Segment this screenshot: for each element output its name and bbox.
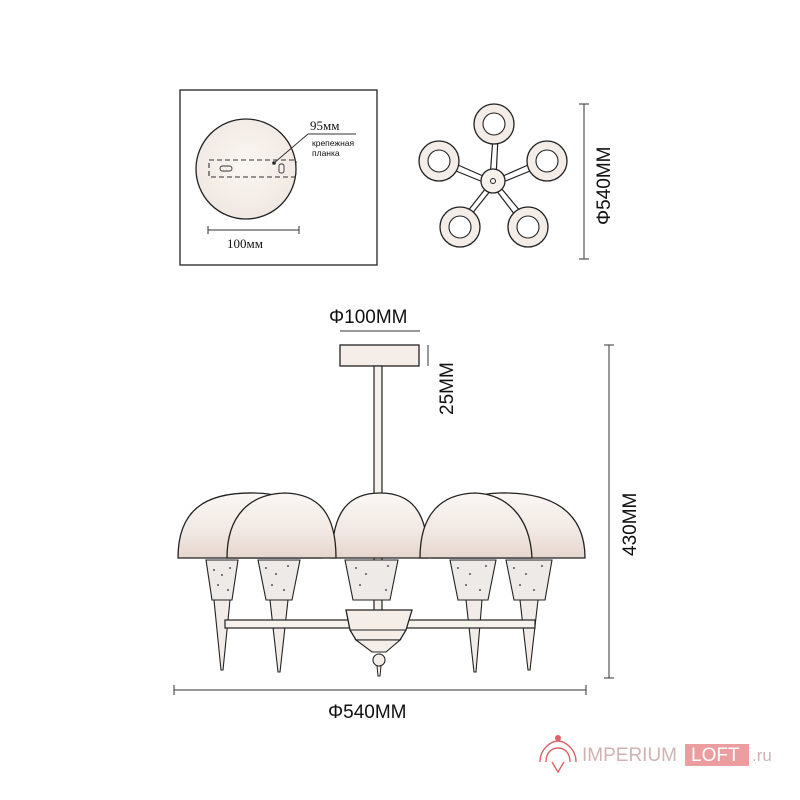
- top-view-shade-right: [526, 140, 568, 182]
- candle-holder: [344, 559, 399, 601]
- brand-name-right-badge: [685, 744, 749, 766]
- bracket-slot-right: [278, 163, 285, 174]
- plate-diameter-label: 100мм: [227, 236, 263, 251]
- bracket-leader-line: [273, 133, 309, 164]
- candle-holders: [205, 559, 553, 673]
- mount-view-frame: [179, 89, 378, 266]
- bracket-length-label: 95мм: [310, 118, 339, 133]
- brand-name-right: LOFT: [691, 745, 740, 766]
- brand-domain: .ru: [752, 746, 772, 765]
- top-view-diameter-label: Φ540ММ: [594, 146, 615, 225]
- central-body: [345, 609, 413, 641]
- top-view-hub-center: [490, 178, 496, 184]
- central-finial: [354, 639, 402, 653]
- candle-holder: [449, 559, 497, 673]
- side-view: Φ100ММ 25ММ: [173, 307, 641, 723]
- watermark: IMPERIUM LOFT .ru: [539, 735, 772, 774]
- candle-holder: [205, 559, 239, 671]
- lamp-shades: [177, 492, 586, 559]
- mount-view: 95мм крепежная планка 100мм: [179, 89, 378, 266]
- candle-holder: [257, 559, 301, 673]
- brand-logo-icon: [539, 735, 577, 774]
- canopy-height-label: 25ММ: [437, 362, 458, 415]
- canopy: [339, 344, 420, 367]
- top-view-shade-left: [418, 140, 460, 182]
- finial-tip: [376, 665, 382, 677]
- lamp-shade: [331, 492, 429, 559]
- lamp-shade: [419, 492, 533, 559]
- top-view: Φ540ММ: [418, 103, 615, 260]
- top-view-shade-bottom-right: [507, 206, 549, 248]
- lamp-shade: [226, 492, 337, 559]
- bracket-slot-left: [219, 165, 233, 172]
- top-view-shade-bottom-left: [439, 206, 481, 248]
- total-height-label: 430ММ: [620, 493, 641, 556]
- top-view-shade-top: [473, 103, 515, 145]
- canopy-diameter-label: Φ100ММ: [329, 307, 408, 328]
- bracket-label-line2: планка: [312, 148, 340, 158]
- top-view-hub: [480, 168, 506, 194]
- bracket-label-line1: крепежная: [312, 138, 355, 148]
- mounting-plate: [195, 118, 297, 220]
- total-diameter-label: Φ540ММ: [328, 702, 407, 723]
- brand-name-left: IMPERIUM: [582, 745, 677, 766]
- candle-holder: [505, 559, 553, 671]
- mounting-bracket: [208, 159, 297, 178]
- finial-ball: [372, 653, 386, 667]
